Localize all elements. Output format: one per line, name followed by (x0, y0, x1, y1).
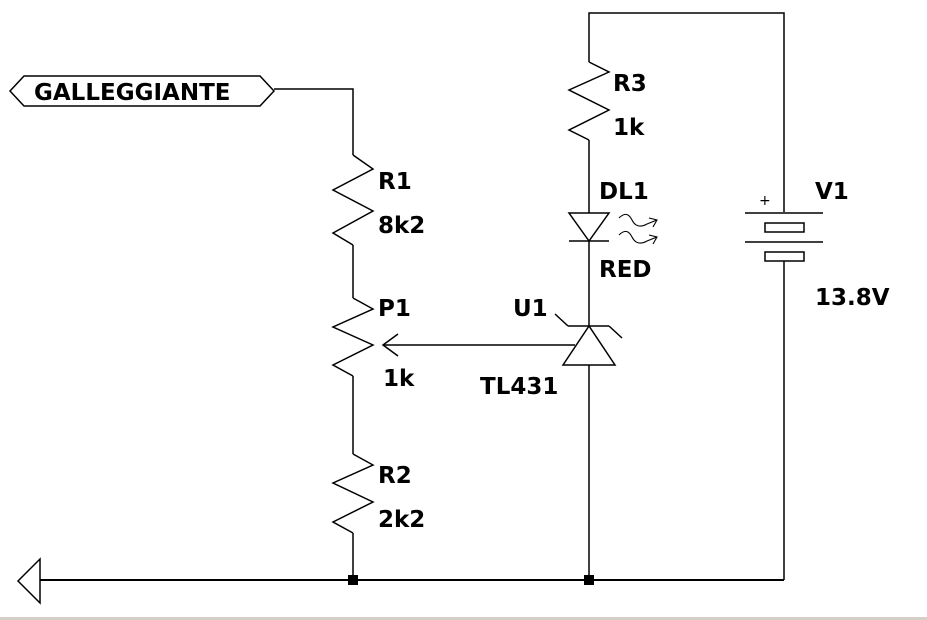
v1-value: 13.8V (815, 285, 890, 311)
wire-top-loop (588, 12, 785, 212)
resistor-r2[interactable] (331, 453, 375, 534)
junction-dot-u1 (584, 575, 594, 585)
r2-ref: R2 (378, 463, 412, 489)
r1-ref: R1 (378, 169, 412, 195)
dl1-value: RED (599, 257, 652, 283)
resistor-r1[interactable] (331, 154, 375, 246)
u1-ref: U1 (513, 296, 548, 322)
led-emission-arrow-1 (618, 213, 658, 228)
resistor-r3[interactable] (567, 61, 611, 141)
r3-ref: R3 (613, 71, 647, 97)
r1-value: 8k2 (378, 213, 425, 239)
led-dl1-triangle[interactable] (567, 212, 611, 243)
u1-bar-tail-left (554, 313, 569, 327)
v1-ref: V1 (815, 179, 849, 205)
wire-label-to-r1 (274, 88, 354, 155)
window-bottom-edge (0, 617, 927, 620)
battery-cell-1 (764, 222, 805, 233)
p1-wiper-arrow (381, 333, 399, 357)
p1-value: 1k (383, 366, 415, 392)
r2-value: 2k2 (378, 507, 425, 533)
potentiometer-p1[interactable] (331, 297, 375, 377)
u1-bar-tail-right (608, 325, 623, 339)
p1-ref: P1 (378, 296, 411, 322)
ground-port-arrow[interactable] (16, 557, 41, 605)
u1-value: TL431 (480, 374, 558, 400)
net-label-flag[interactable] (8, 75, 276, 107)
r3-value: 1k (613, 115, 645, 141)
led-emission-arrow-2 (618, 230, 658, 245)
junction-dot-r2 (348, 575, 358, 585)
v1-plus-mark: + (759, 193, 771, 209)
battery-cell-2 (764, 251, 805, 262)
net-label-text: GALLEGGIANTE (34, 80, 230, 106)
dl1-ref: DL1 (599, 179, 649, 205)
